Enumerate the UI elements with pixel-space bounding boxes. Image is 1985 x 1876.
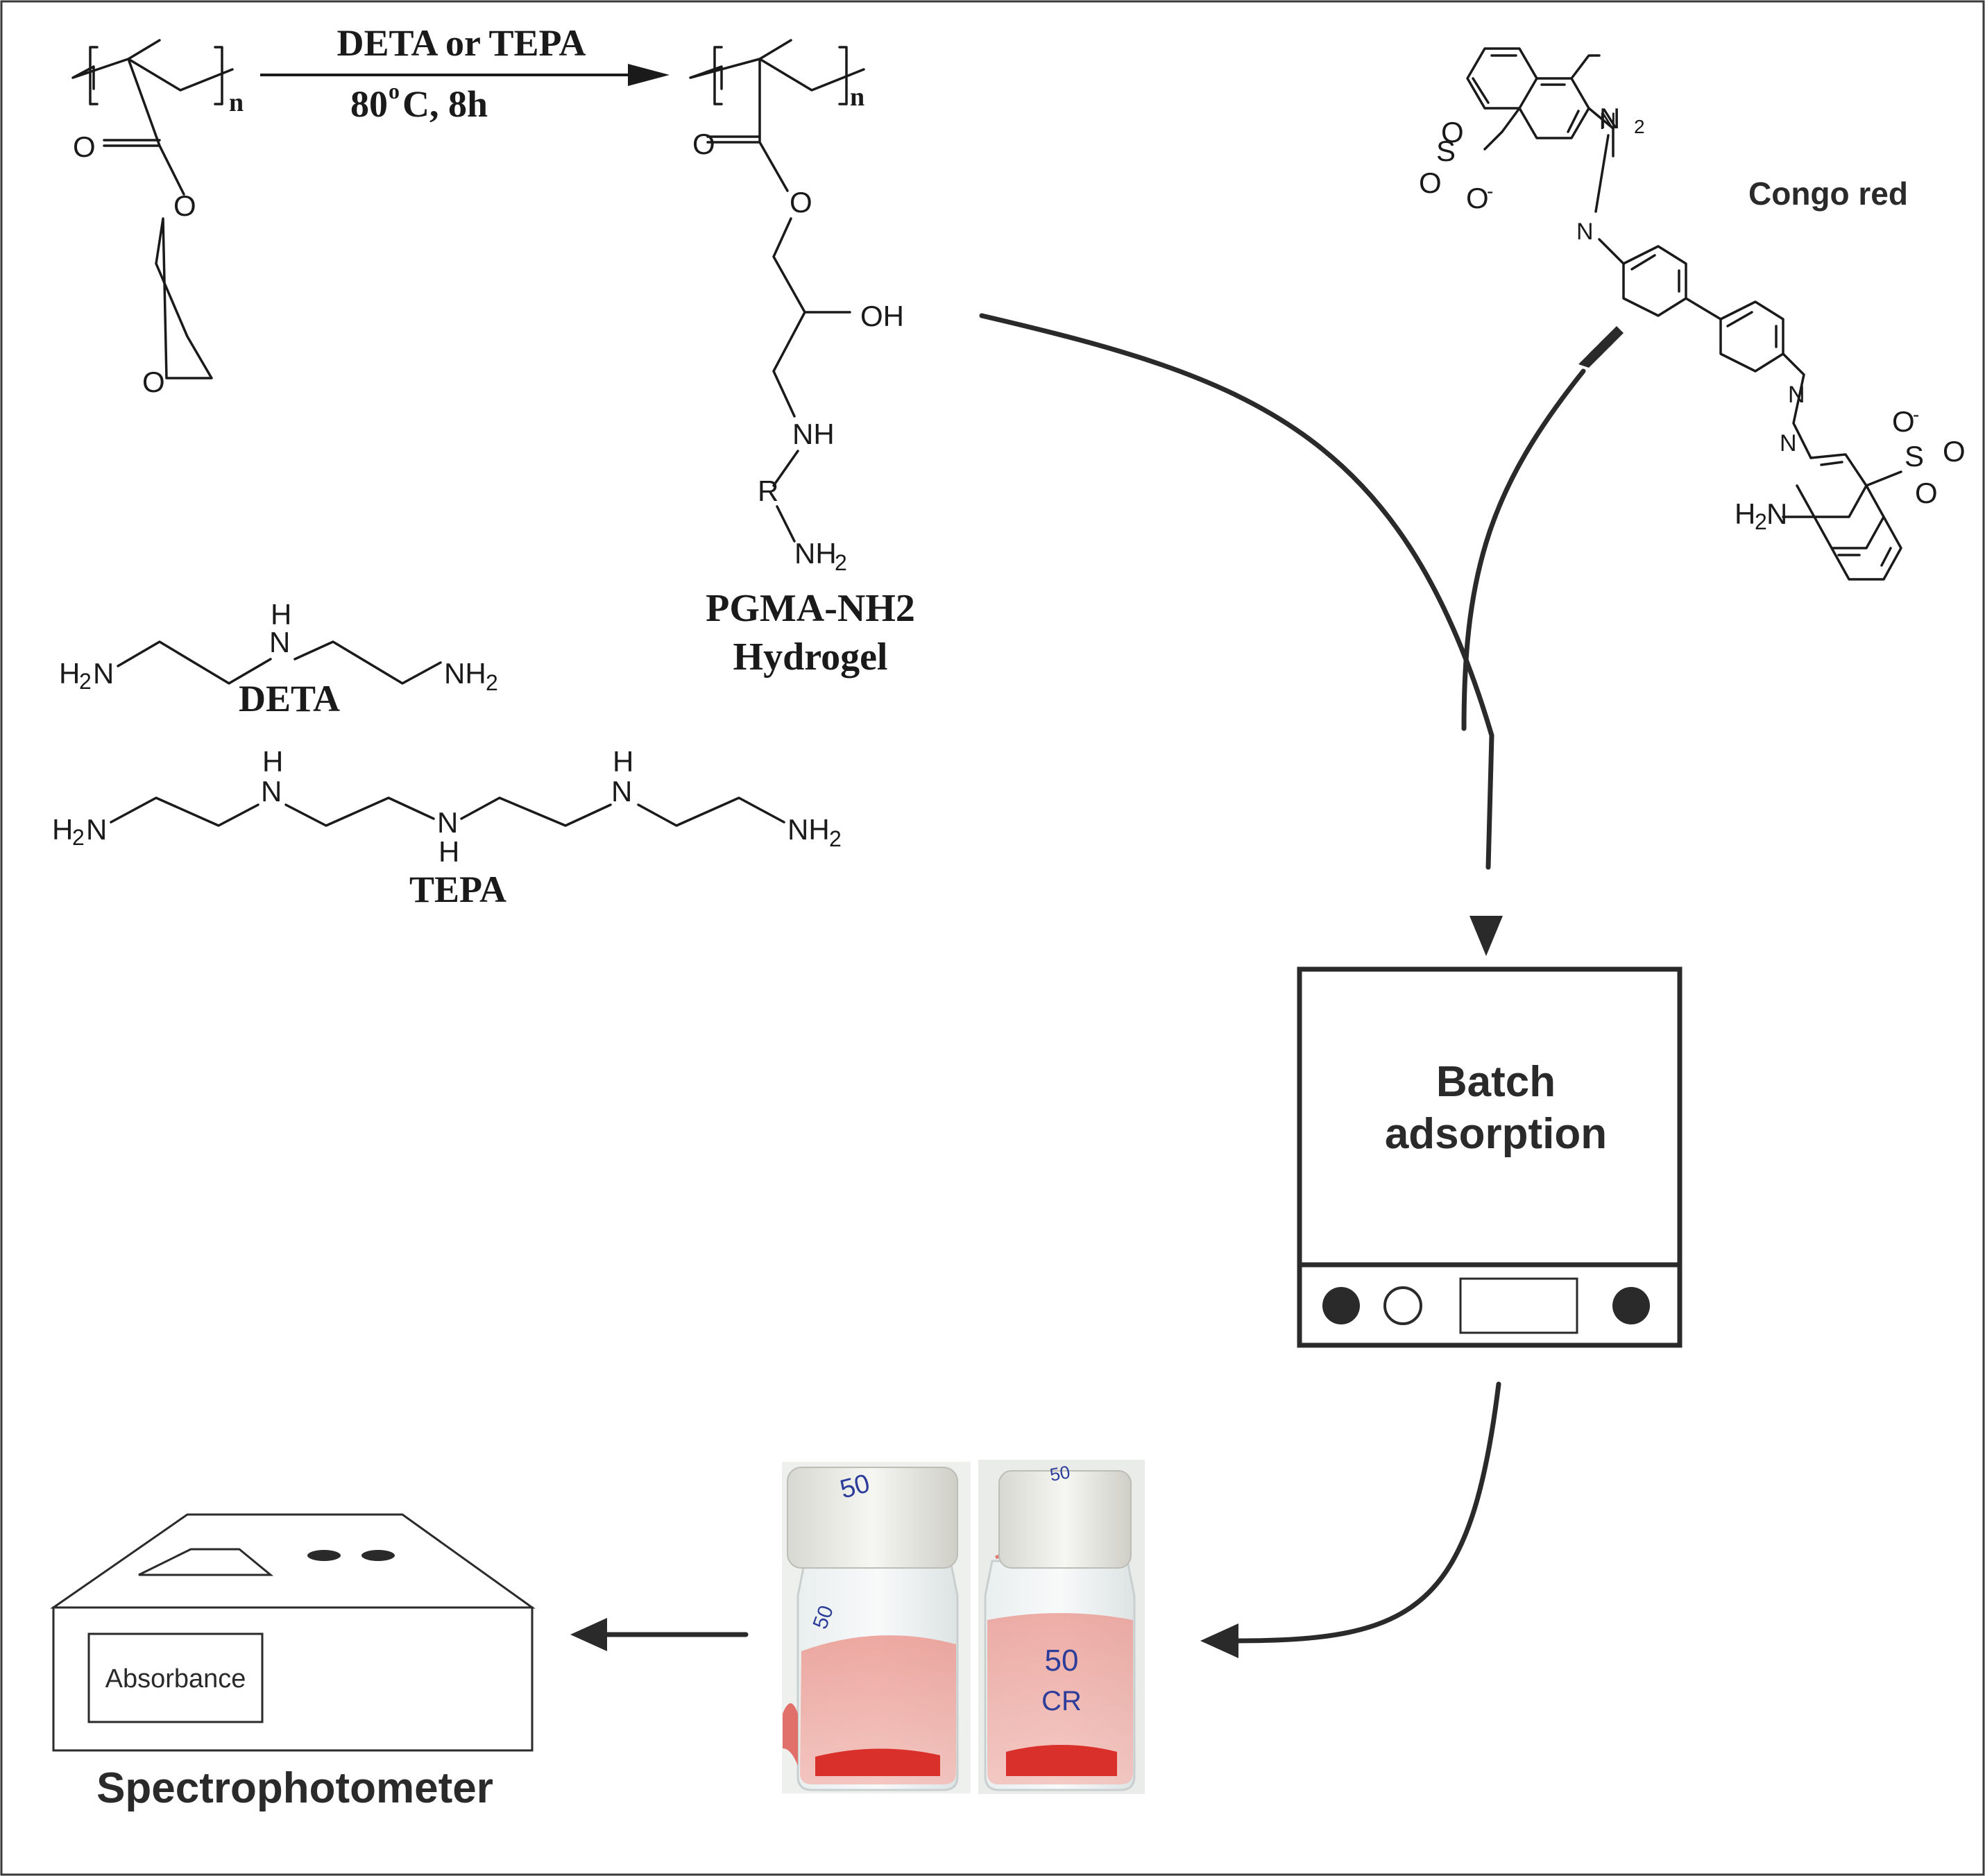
spectro-screen — [87, 1632, 264, 1723]
product-label-line1: PGMA-NH2 — [706, 587, 915, 630]
conditions-rest: C, 8h — [402, 83, 488, 125]
vials-arrowhead — [1200, 1623, 1238, 1658]
hydrogel-to-batch-line — [979, 313, 1494, 870]
deta-h-top: H — [271, 598, 291, 631]
cr-bot-o-minus: O — [1892, 405, 1915, 438]
flow-arrows — [570, 313, 1586, 1658]
cap-right — [998, 1470, 1132, 1569]
deta-nh2-right: NH — [444, 657, 486, 690]
batch-knob-2 — [1383, 1286, 1422, 1325]
vials-photo: 50 50 50 50 CR — [782, 1460, 1145, 1794]
product-label-line2: Hydrogel — [733, 636, 888, 679]
vial-right-cap-mark: 50 — [1048, 1461, 1072, 1485]
tepa-h2n-h: H — [52, 813, 73, 846]
cr-bot-o-down: O — [1915, 477, 1938, 509]
tepa-label: TEPA — [409, 869, 506, 910]
batch-knob-1 — [1322, 1287, 1360, 1324]
gel-left — [815, 1748, 940, 1776]
spectrophotometer: Absorbance Spectrophotometer — [50, 1513, 536, 1812]
ester-o-right: O — [790, 186, 812, 219]
terminal-nh: NH — [794, 537, 837, 570]
gel-right — [1006, 1745, 1117, 1776]
cr-bot-n-b: N — [1780, 430, 1797, 457]
cr-bot-minus: - — [1913, 404, 1919, 425]
batch-to-vials-line — [1232, 1381, 1501, 1644]
tepa-h3: H — [613, 745, 633, 778]
cap-left — [787, 1467, 958, 1569]
amine-nh: NH — [792, 418, 835, 450]
tepa-h2n-sub: 2 — [72, 825, 85, 850]
spectro-button-2 — [361, 1550, 395, 1561]
cr-bot-n-a: N — [1788, 382, 1805, 408]
vial-right-label-line1: 50 — [1045, 1644, 1079, 1678]
deta-structure: H 2 N H N NH 2 DETA — [59, 598, 498, 719]
reagent-label: DETA or TEPA — [336, 22, 586, 64]
tepa-n2: N — [437, 806, 458, 839]
tepa-n1: N — [261, 775, 282, 808]
deta-h2n-h: H — [59, 657, 80, 690]
conditions-temp: 80 — [350, 83, 388, 125]
cr-nh2-top-sub: 2 — [1634, 116, 1645, 137]
carbonyl-o-left: O — [73, 130, 96, 163]
repeat-unit-n-right: n — [850, 83, 864, 112]
congo-red-label: Congo red — [1748, 176, 1908, 212]
tepa-n3: N — [611, 775, 632, 808]
cr-bot-o-right: O — [1943, 435, 1966, 468]
cr-top-n-a: N — [1599, 108, 1617, 135]
hydroxyl-oh: OH — [860, 300, 904, 332]
batch-arrowhead — [1469, 916, 1503, 956]
cr-top-o-minus: O — [1466, 182, 1489, 214]
cr-h2n-bot-n: N — [1766, 497, 1787, 530]
congo-red-structure: N N N 2 S O O O - N N S O - O O H 2 N Co… — [1419, 47, 1966, 581]
cr-top-s: S — [1436, 135, 1456, 167]
cr-top-o-left: O — [1419, 167, 1442, 199]
tepa-h1: H — [262, 745, 283, 778]
reaction-arrow: DETA or TEPA 80 o C, 8h — [260, 22, 670, 125]
carbonyl-o-right: O — [692, 128, 715, 160]
tepa-h2: H — [438, 835, 459, 868]
tepa-nh2-right-sub: 2 — [829, 826, 842, 851]
congo-red-feed-chevrons — [1578, 326, 1624, 368]
spectro-sample-lid — [138, 1548, 274, 1576]
deta-h2n-n: N — [93, 657, 114, 690]
tepa-h2n-n: N — [86, 813, 107, 846]
repeat-unit-n-left: n — [229, 88, 244, 117]
cr-nh2-top-n: N — [1599, 102, 1620, 135]
deta-label: DETA — [239, 678, 340, 719]
cr-h2n-bot-sub: 2 — [1755, 509, 1767, 534]
cr-h2n-bot-h: H — [1735, 497, 1755, 530]
spectro-button-1 — [307, 1550, 341, 1561]
conditions-degree: o — [389, 78, 400, 103]
spectro-arrowhead — [570, 1618, 607, 1651]
batch-display — [1459, 1277, 1578, 1334]
r-group: R — [758, 475, 778, 507]
cr-top-n-b: N — [1576, 219, 1594, 245]
ester-o-left: O — [173, 189, 196, 222]
deta-h2n-sub: 2 — [79, 669, 92, 694]
pgma-structure: n O O O — [71, 39, 244, 398]
spectro-screen-label: Absorbance — [105, 1664, 246, 1694]
deta-nh2-right-sub: 2 — [486, 670, 498, 695]
deta-n-mid: N — [269, 626, 290, 658]
terminal-nh-sub: 2 — [835, 550, 847, 575]
spectro-label: Spectrophotometer — [96, 1764, 493, 1812]
tepa-nh2-right: NH — [787, 813, 830, 846]
pgma-nh2-structure: n O O OH NH R NH 2 PGMA-NH2 Hydrogel — [689, 39, 915, 679]
batch-adsorption-device: Batch adsorption — [1297, 966, 1682, 1348]
batch-label-line2: adsorption — [1385, 1110, 1607, 1158]
dye-to-batch-line — [1461, 368, 1586, 731]
cr-top-o-up: O — [1441, 116, 1464, 148]
batch-label-line1: Batch — [1436, 1058, 1556, 1106]
vial-right-label-line2: CR — [1041, 1686, 1082, 1716]
cr-bot-s: S — [1905, 440, 1924, 472]
tepa-structure: H 2 N H N N H H N NH 2 TEPA — [52, 745, 842, 910]
cr-top-minus: - — [1487, 180, 1493, 202]
epoxide-o: O — [142, 366, 165, 398]
batch-knob-3 — [1612, 1287, 1650, 1324]
